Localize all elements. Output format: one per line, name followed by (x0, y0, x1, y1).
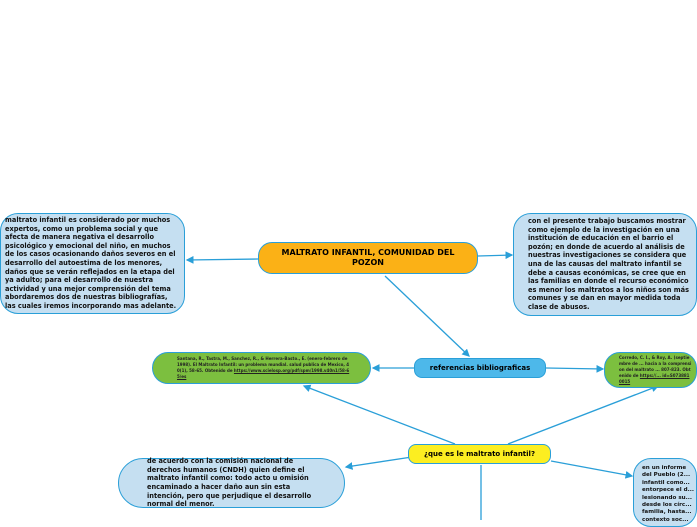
references-label: referencias bibliograficas (429, 364, 531, 372)
reference-right-link[interactable]: https://... id=S0738810015 (619, 373, 690, 384)
reference-right-text: Corredo, C. I., & Roy, A. (septiembre de… (619, 355, 692, 378)
intro-text-node[interactable]: maltrato infantil es considerado por muc… (0, 213, 185, 314)
references-node[interactable]: referencias bibliograficas (414, 358, 546, 378)
objective-text-node[interactable]: con el presente trabajo buscamos mostrar… (513, 213, 697, 316)
objective-text: con el presente trabajo buscamos mostrar… (528, 217, 689, 311)
intro-text: maltrato infantil es considerado por muc… (5, 216, 177, 310)
definition-left-text: de acuerdo con la comisión nacional de d… (147, 457, 312, 509)
central-topic[interactable]: MALTRATO INFANTIL, COMUNIDAD DEL POZON (258, 242, 478, 274)
definition-right-node[interactable]: en un informe del Pueblo (2... infantil … (633, 458, 697, 527)
reference-left-text: Santana, R., Tastra, M., Sanchez, R., & … (177, 356, 350, 373)
reference-left-link[interactable]: https://www.scielosp.org/pdf/spm/1998.v4… (177, 368, 350, 379)
reference-left-node[interactable]: Santana, R., Tastra, M., Sanchez, R., & … (152, 352, 371, 384)
reference-right-node[interactable]: Corredo, C. I., & Roy, A. (septiembre de… (604, 352, 697, 388)
question-node[interactable]: ¿que es le maltrato infantil? (408, 444, 551, 464)
definition-right-text: en un informe del Pueblo (2... infantil … (642, 465, 694, 523)
question-label: ¿que es le maltrato infantil? (423, 450, 536, 458)
central-title: MALTRATO INFANTIL, COMUNIDAD DEL POZON (281, 248, 455, 267)
definition-left-node[interactable]: de acuerdo con la comisión nacional de d… (118, 457, 345, 509)
